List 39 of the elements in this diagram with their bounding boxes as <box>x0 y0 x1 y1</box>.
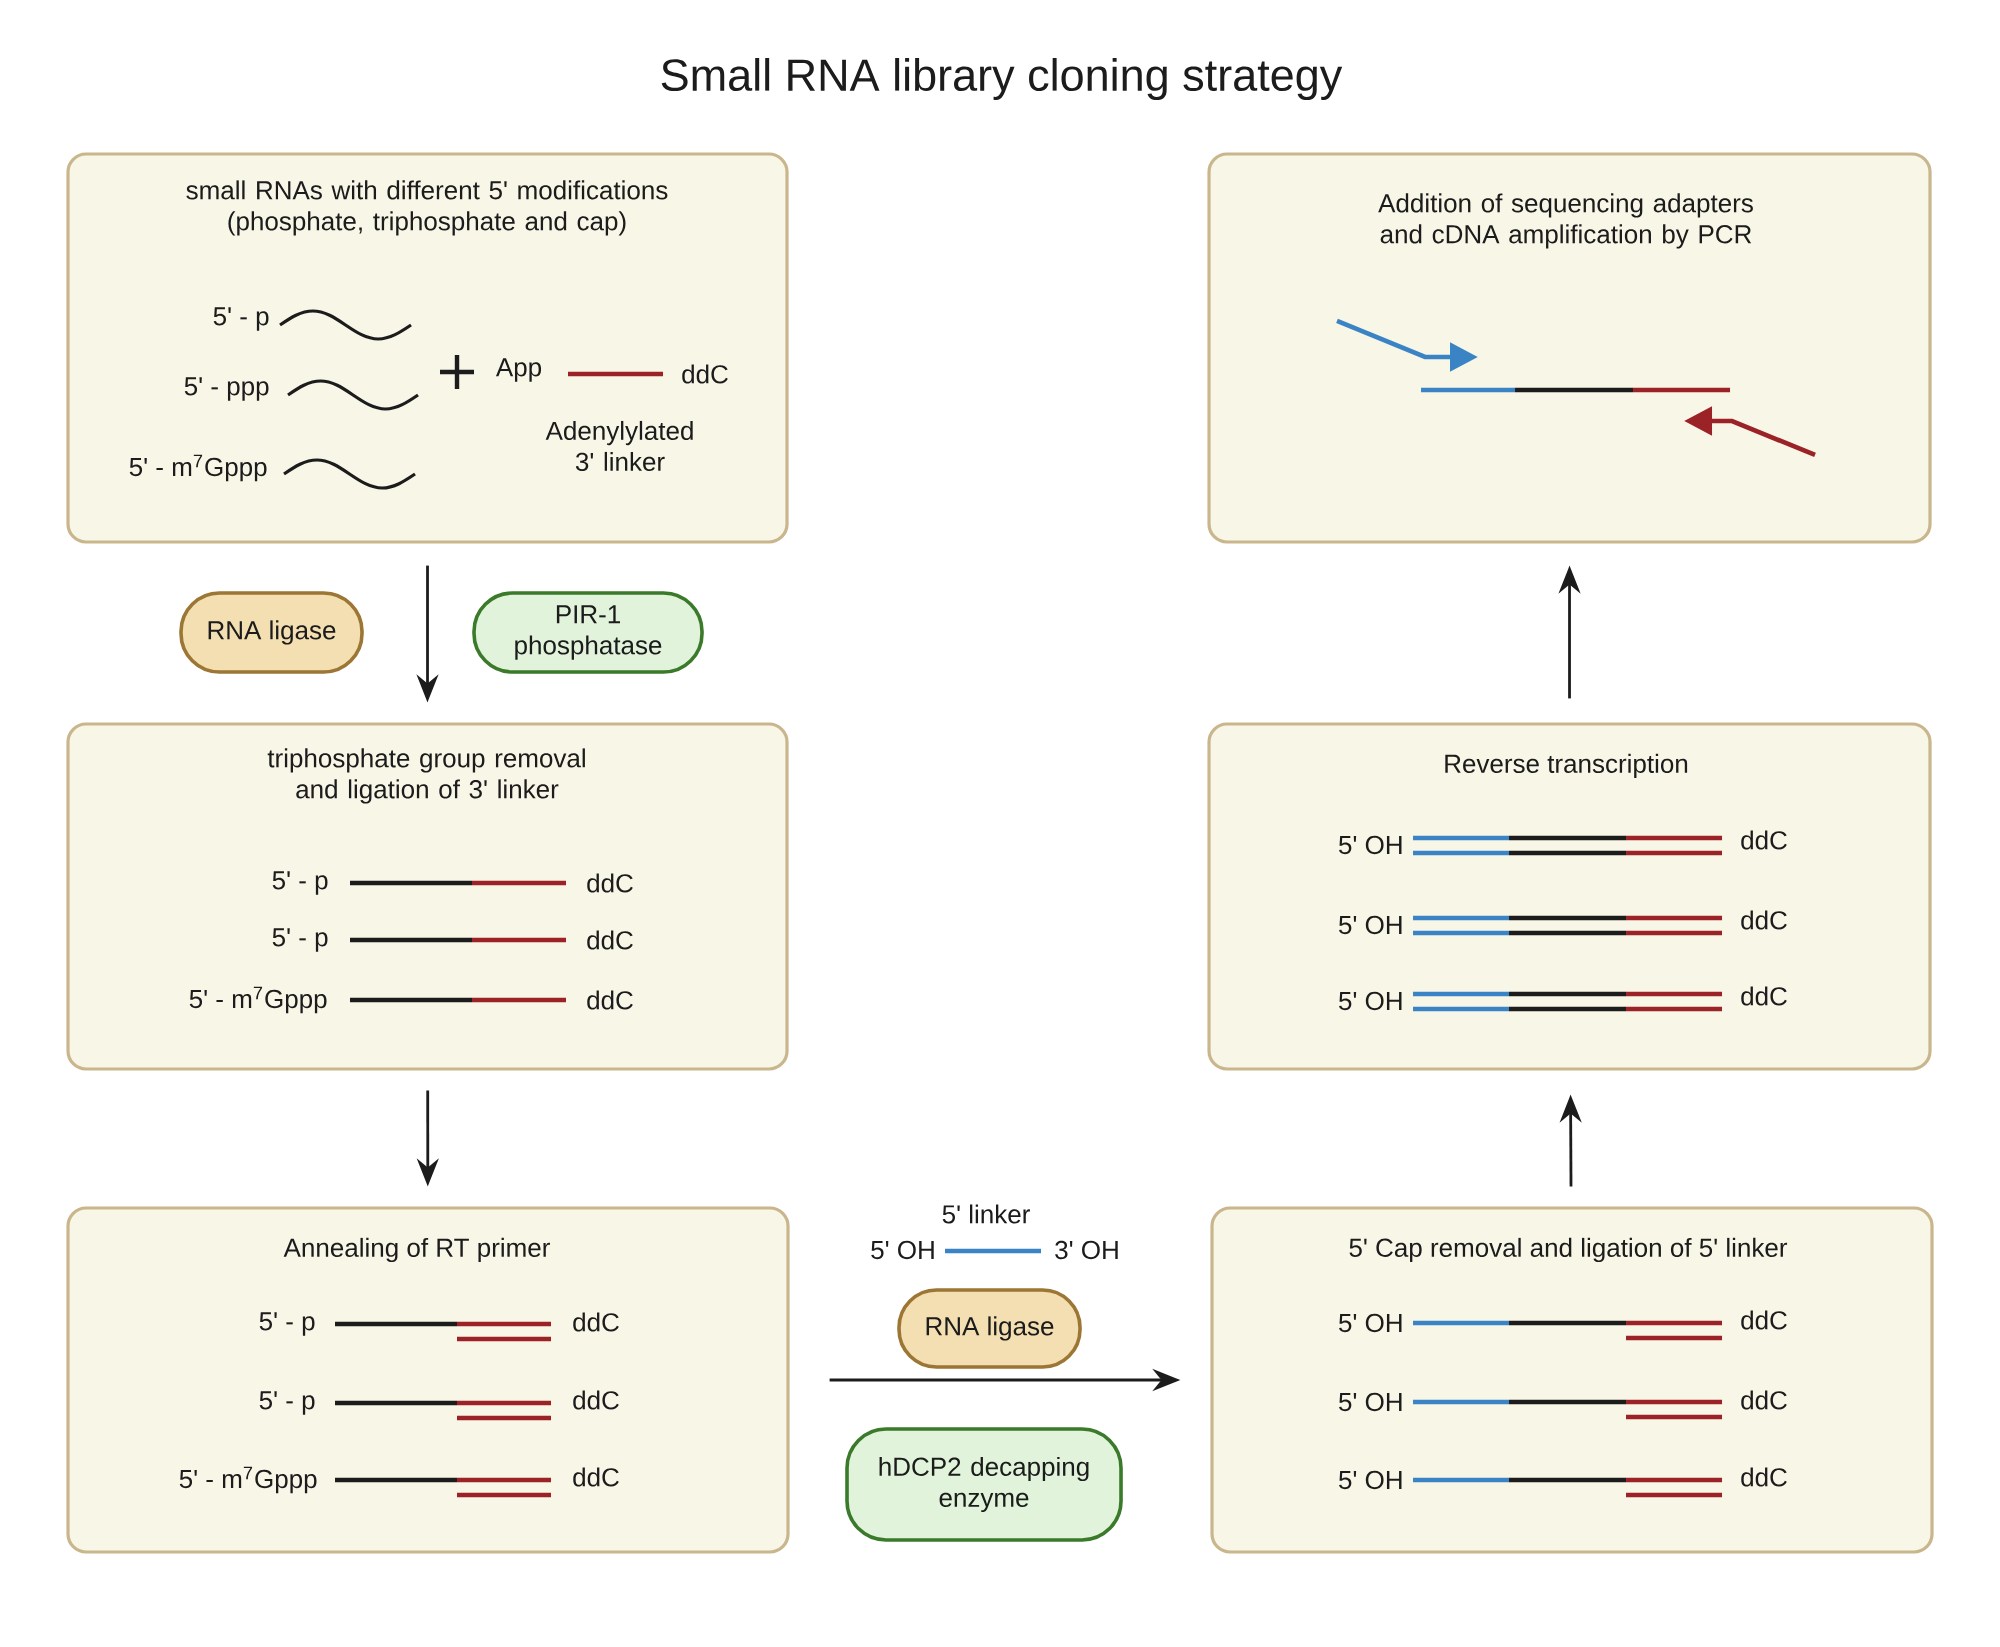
enzyme-pill: PIR-1 phosphatase <box>472 591 704 674</box>
strand-label: 5' OH <box>1339 835 1402 855</box>
strand-label: 5' - ppp <box>184 377 269 401</box>
strand-label: ddC <box>682 364 728 384</box>
strand-label: ddC <box>573 1467 619 1487</box>
enzyme-pill: RNA ligase <box>897 1288 1082 1369</box>
strand-label: ddC <box>587 930 633 950</box>
strand-label: ddC <box>587 990 633 1010</box>
strand-label: 5' OH <box>1339 1470 1402 1490</box>
strand-label: ddC <box>573 1390 619 1410</box>
strand-label: 3' OH <box>1055 1240 1118 1260</box>
strand-label: 5' linker <box>942 1204 1030 1224</box>
strand-label: ddC <box>1741 986 1787 1006</box>
strand-label: ddC <box>1741 1467 1787 1487</box>
strand-label: 5' OH <box>871 1240 934 1260</box>
strand-label: 5' - p <box>213 307 269 331</box>
strand-label: ddC <box>1741 1310 1787 1330</box>
strand-label: 5' - p <box>272 928 328 952</box>
strand-label: 5' - p <box>272 871 328 895</box>
strand-label: 5' OH <box>1339 1313 1402 1333</box>
strand-label: ddC <box>573 1312 619 1332</box>
step-box: Addition of sequencing adapters and cDNA amplification by PCR <box>1207 152 1932 544</box>
strand-label: ddC <box>1741 910 1787 930</box>
strand-label: 5' OH <box>1339 1392 1402 1412</box>
title: Small RNA library cloning strategy <box>661 58 1343 100</box>
strand-label: 5' - m$^{7}$Gppp <box>129 454 267 482</box>
enzyme-pill: RNA ligase <box>179 591 364 674</box>
strand-label: 5' - p <box>259 1391 315 1415</box>
strand-label: 5' - m$^{7}$Gppp <box>179 1466 317 1494</box>
strand-label: 5' OH <box>1339 991 1402 1011</box>
enzyme-pill: hDCP2 decapping enzyme <box>845 1427 1123 1542</box>
strand-label: 5' - p <box>259 1312 315 1336</box>
strand-label: ddC <box>587 873 633 893</box>
strand-label: ddC <box>1741 1390 1787 1410</box>
strand-label: App <box>495 358 542 382</box>
strand-label: 5' - m$^{7}$Gppp <box>189 986 327 1014</box>
strand-label: ddC <box>1741 830 1787 850</box>
strand-label: Adenylylated 3' linker <box>545 420 693 472</box>
strand-label: 5' OH <box>1339 915 1402 935</box>
